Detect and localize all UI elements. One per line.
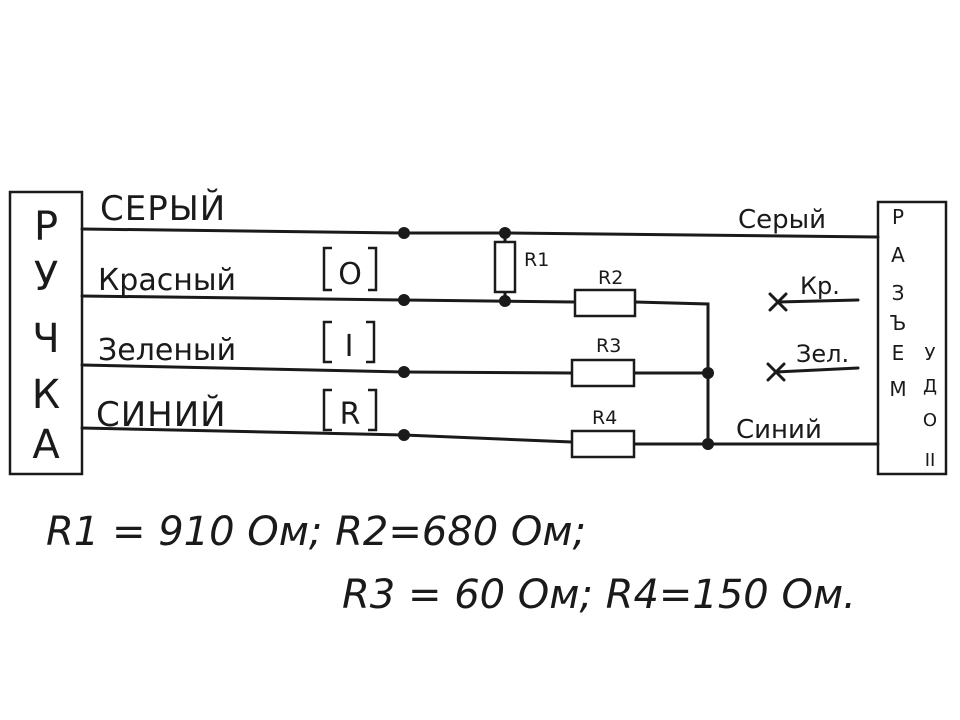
junction-dot [499,227,511,239]
junction-dot [398,227,410,239]
junction-dot [702,367,714,379]
junction-dot [499,295,511,307]
connector-box [876,200,948,476]
connector-subletter-1: У [925,344,936,365]
resistors: R1 R2 R3 R4 [493,240,637,459]
bracket-right-r [368,388,378,432]
wire-label-green-left: Зеленый [98,333,236,368]
resistor-label-r3: R3 [596,335,621,357]
resistor-label-r4: R4 [592,407,617,429]
switch-labels: O I R [322,246,378,432]
junction-dot [702,438,714,450]
wire-grey [80,227,880,239]
values-line-2: R3 = 60 Ом; R4=150 Ом. [342,572,856,618]
left-wire-labels: СЕРЫЙ Красный Зеленый СИНИЙ [96,188,236,435]
connector-letter-4: Ъ [890,311,907,335]
wire-red-r2-out [633,300,710,448]
switch-label-o: O [338,257,362,292]
connector-letter-6: М [889,377,906,401]
connector-letter-2: А [891,243,905,267]
handle-letter-4: К [32,372,60,418]
junction-dots [398,227,714,450]
resistor-r4 [570,429,636,459]
wire-red-right-stub [776,298,860,304]
cross-mark-green [766,362,786,382]
handle-letters: Р У Ч К А [32,204,61,468]
connector-letters: Р А З Ъ Е М У Д О II [889,205,937,471]
resistor-label-r1: R1 [524,249,549,271]
bracket-left-r [322,388,332,432]
connector-letter-3: З [892,281,905,305]
wire-label-grey-right: Серый [738,205,826,235]
junction-dot [398,294,410,306]
connector-subletter-4: II [925,450,936,471]
connector-subletter-2: Д [923,376,937,397]
resistor-r1 [493,240,517,294]
wire-label-grey-left: СЕРЫЙ [100,188,226,229]
cross-marks [766,292,788,382]
wire-label-blue-right: Синий [736,415,822,445]
junction-dot [398,366,410,378]
right-wire-labels: Серый Кр. Зел. Синий [736,205,849,445]
switch-label-i: I [345,329,354,364]
wire-label-red-left: Красный [98,263,236,298]
wire-label-blue-left: СИНИЙ [96,394,227,435]
wire-label-green-right: Зел. [796,340,849,368]
bracket-right-i [366,320,376,364]
connector-letter-1: Р [892,205,904,229]
junction-dot [398,429,410,441]
bracket-left-i [322,320,332,364]
resistor-r2 [573,288,637,318]
handle-letter-1: Р [34,204,58,250]
handle-letter-5: А [32,422,60,468]
switch-label-r: R [340,397,361,432]
connector-letter-5: Е [892,341,905,365]
values-line-1: R1 = 910 Ом; R2=680 Ом; [46,509,586,555]
resistor-r3 [570,358,636,388]
resistor-values: R1 = 910 Ом; R2=680 Ом; R3 = 60 Ом; R4=1… [46,509,856,618]
resistor-label-r2: R2 [598,267,623,289]
connector-subletter-3: О [923,410,937,431]
bracket-left-o [322,246,332,292]
wire-label-red-right: Кр. [800,272,840,300]
handle-letter-3: Ч [32,316,59,362]
handle-box [8,190,84,476]
handle-letter-2: У [34,254,58,300]
wire-green-right-stub [774,366,860,374]
cross-mark-red [768,292,788,312]
bracket-right-o [368,246,378,292]
